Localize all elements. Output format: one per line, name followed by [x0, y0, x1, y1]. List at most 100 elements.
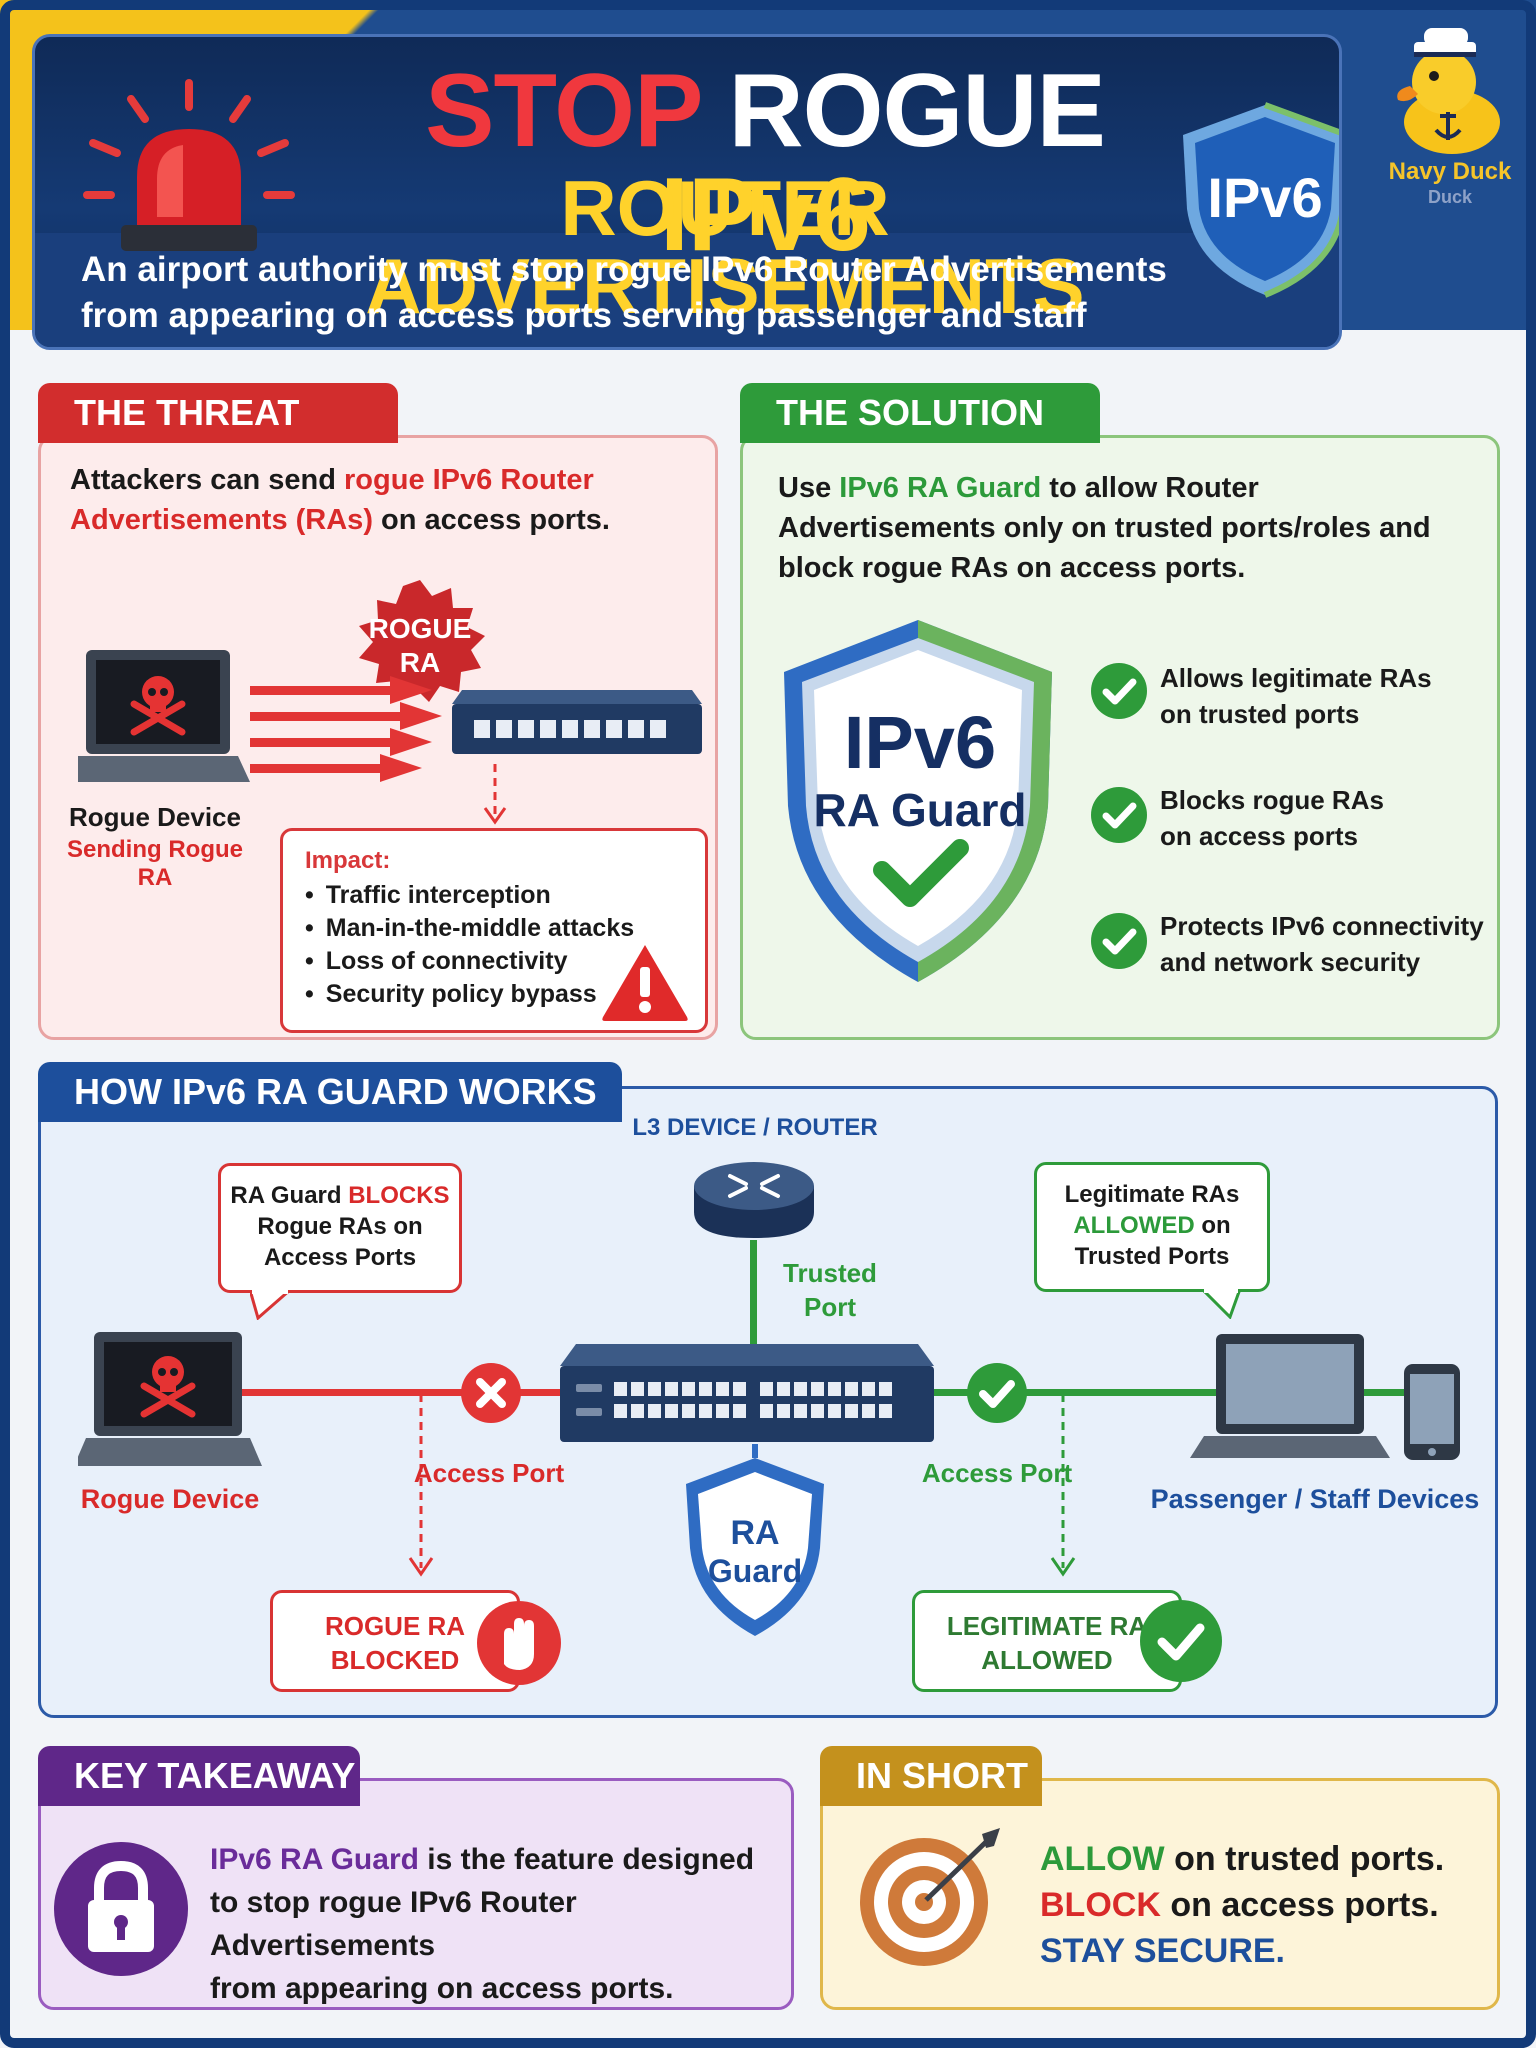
- allow-line: ALLOW on trusted ports.: [1040, 1836, 1444, 1882]
- burst-line-1: ROGUE: [369, 613, 472, 644]
- stay-secure-line: STAY SECURE.: [1040, 1932, 1286, 1970]
- check-line-2: on trusted ports: [1160, 699, 1360, 729]
- title-word-stop: STOP: [425, 53, 701, 169]
- left-access-port-label: Access Port: [413, 1458, 565, 1488]
- title-word-ipv6: IPv6: [660, 157, 871, 273]
- key-takeaway-tab: KEY TAKEAWAY: [38, 1746, 360, 1806]
- shield-line-2: RA Guard: [814, 784, 1027, 836]
- check-line-1: Protects IPv6 connectivity: [1160, 911, 1484, 941]
- threat-description: Attackers can send rogue IPv6 Router Adv…: [70, 460, 690, 540]
- right-bubble-suffix: on: [1194, 1212, 1231, 1239]
- impact-item: Loss of connectivity: [305, 945, 634, 978]
- solution-text-prefix: Use: [778, 472, 840, 504]
- router-icon: [694, 1162, 814, 1238]
- impact-item: Man-in-the-middle attacks: [305, 912, 634, 945]
- bubble-tail: [250, 1290, 293, 1320]
- check-circle-icon: [1091, 913, 1147, 969]
- shield-line-1: IPv6: [844, 701, 996, 784]
- key-takeaway-text: IPv6 RA Guard is the feature designed to…: [210, 1838, 790, 2010]
- takeaway-line-2: to stop rogue IPv6 Router Advertisements: [210, 1886, 577, 1962]
- subtitle-line-1: An airport authority must stop rogue IPv…: [81, 250, 1167, 289]
- rogue-link-line: [240, 1389, 570, 1396]
- trusted-port-label: Trusted Port: [770, 1256, 890, 1324]
- takeaway-highlight: IPv6 RA Guard: [210, 1843, 419, 1876]
- allowed-dashed-arrow: [1050, 1394, 1076, 1577]
- left-bubble-line-3: Access Ports: [263, 1244, 417, 1271]
- passenger-phone-icon: [1404, 1364, 1460, 1460]
- ra-guard-small-shield-icon: RA Guard: [686, 1444, 824, 1636]
- allowed-line-2: ALLOWED: [981, 1645, 1113, 1675]
- padlock-icon: [54, 1842, 188, 1976]
- bubble-tail: [1199, 1289, 1242, 1319]
- block-line: BLOCK on access ports.: [1040, 1882, 1439, 1928]
- ipv6-shield-icon: IPv6: [1183, 102, 1339, 298]
- solution-description: Use IPv6 RA Guard to allow Router Advert…: [778, 468, 1478, 588]
- rogue-device-laptop-icon: [78, 1332, 262, 1466]
- block-word: BLOCK: [1040, 1886, 1161, 1924]
- solution-check-item: Protects IPv6 connectivity and network s…: [1160, 908, 1490, 980]
- core-switch-icon: [560, 1344, 934, 1442]
- burst-line-2: RA: [400, 647, 440, 678]
- right-bubble-highlight: ALLOWED: [1073, 1212, 1195, 1239]
- solution-check-item: Allows legitimate RAs on trusted ports: [1160, 660, 1490, 732]
- trusted-port-link: [750, 1240, 757, 1348]
- brand-subtext: Duck: [1427, 187, 1472, 207]
- trusted-port-line-2: Port: [804, 1292, 856, 1322]
- takeaway-rest-1: is the feature designed: [418, 1843, 755, 1876]
- trusted-port-line-1: Trusted: [783, 1258, 877, 1288]
- brand-name: Navy Duck: [1388, 158, 1512, 185]
- check-line-1: Blocks rogue RAs: [1160, 785, 1384, 815]
- left-bubble-line-2: Rogue RAs on: [257, 1213, 423, 1240]
- check-line-2: on access ports: [1160, 821, 1358, 851]
- impact-item: Security policy bypass: [305, 978, 634, 1011]
- header-subtitle: An airport authority must stop rogue IPv…: [81, 247, 1181, 347]
- impact-box: Impact: Traffic interception Man-in-the-…: [280, 828, 708, 1033]
- blocked-line-1: ROGUE RA: [324, 1611, 466, 1641]
- guard-line-1: RA: [730, 1514, 779, 1552]
- rogue-ra-burst-icon: ROGUE RA: [359, 580, 485, 702]
- navy-duck-logo-icon: [1397, 28, 1500, 154]
- impact-item: Traffic interception: [305, 879, 634, 912]
- threat-device-sublabel: Sending Rogue RA: [67, 836, 243, 891]
- in-short-tab: IN SHORT: [820, 1746, 1042, 1806]
- threat-device-label: Rogue Device: [69, 802, 241, 832]
- header-subtitle-strip: [35, 233, 1339, 347]
- threat-text-suffix: on access ports.: [372, 504, 610, 536]
- threat-text-highlight: rogue IPv6 Router Advertisements (RAs): [70, 464, 594, 536]
- router-label: L3 DEVICE / ROUTER: [632, 1114, 878, 1141]
- threat-tab: THE THREAT: [38, 383, 398, 443]
- takeaway-line-3: from appearing on access ports.: [210, 1972, 674, 2005]
- how-it-works-tab: HOW IPv6 RA GUARD WORKS: [38, 1062, 622, 1122]
- stop-hand-icon: [477, 1601, 561, 1685]
- threat-text-prefix: Attackers can send: [70, 464, 345, 496]
- check-circle-icon: [1091, 787, 1147, 843]
- right-access-port-label: Access Port: [921, 1458, 1073, 1488]
- header-shield-label: IPv6: [1207, 166, 1322, 229]
- access-switch-icon: [452, 690, 702, 754]
- guard-line-2: Guard: [708, 1553, 802, 1589]
- title-line-2: ROUTER ADVERTISEMENTS: [365, 164, 1085, 330]
- right-bubble-line-1: Legitimate RAs: [1064, 1181, 1240, 1208]
- rogue-ra-arrows: [250, 676, 442, 782]
- left-bubble-highlight: BLOCKS: [348, 1182, 450, 1209]
- allowed-speech-bubble: Legitimate RAs ALLOWED on Trusted Ports: [1034, 1162, 1270, 1292]
- right-bubble-line-3: Trusted Ports: [1074, 1243, 1230, 1270]
- allowed-line-1: LEGITIMATE RA: [946, 1611, 1148, 1641]
- title-line-1: STOP ROGUE IPv6: [315, 59, 1215, 267]
- block-rest: on access ports.: [1160, 1886, 1439, 1924]
- rogue-laptop-icon: [78, 650, 250, 782]
- left-bubble-prefix: RA Guard: [230, 1182, 349, 1209]
- target-dart-icon: [860, 1828, 1000, 1966]
- rogue-ra-blocked-box: ROGUE RA BLOCKED: [270, 1590, 520, 1692]
- allowed-check-circle-icon: [967, 1363, 1027, 1423]
- legit-link-line: [930, 1389, 1230, 1396]
- solution-tab: THE SOLUTION: [740, 383, 1100, 443]
- solution-check-item: Blocks rogue RAs on access ports: [1160, 782, 1490, 854]
- passenger-devices-label: Passenger / Staff Devices: [1150, 1484, 1480, 1514]
- rogue-device-label: Rogue Device: [80, 1484, 260, 1514]
- blocked-line-2: BLOCKED: [330, 1645, 460, 1675]
- blocked-dashed-arrow: [408, 1394, 434, 1577]
- blocks-speech-bubble: RA Guard BLOCKS Rogue RAs on Access Port…: [218, 1163, 462, 1293]
- impact-dashed-arrow: [483, 764, 507, 825]
- siren-icon: [83, 79, 295, 251]
